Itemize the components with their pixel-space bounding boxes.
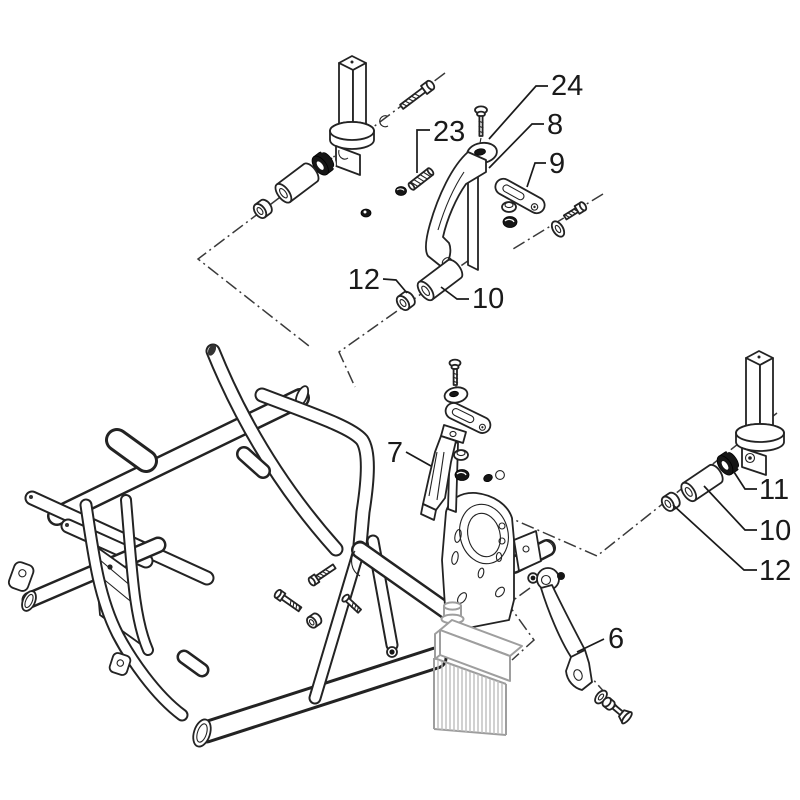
left-square-post [329, 55, 375, 176]
bracket8-body [424, 151, 487, 271]
left-bushing [274, 162, 320, 204]
callout-label-11-7: 11 [759, 474, 789, 506]
bracket7-strap [444, 402, 492, 434]
callout-label-24-0: 24 [551, 70, 583, 102]
bracket7-assembly [420, 358, 492, 521]
callout-leader-7 [405, 451, 432, 467]
callout-leader-6 [576, 638, 605, 653]
frame-bolt [307, 563, 337, 587]
callout-label-6-10: 6 [608, 623, 624, 655]
callout-label-8-1: 8 [547, 109, 563, 141]
right-post-assembly [660, 350, 785, 512]
callout-leader-24 [488, 85, 548, 140]
left-nut [252, 198, 273, 219]
callout-leader-11 [733, 471, 757, 490]
radiator-fins [437, 660, 503, 734]
callout-label-12-4: 12 [348, 264, 380, 296]
bolt-9 [550, 201, 588, 238]
radiator-drawing [433, 601, 523, 736]
callout-leader-8 [488, 123, 544, 169]
small-clip [360, 208, 372, 218]
bracket7-washer-dark [454, 469, 470, 481]
stay-nut [601, 696, 616, 711]
callout-leader-23 [416, 129, 430, 173]
callout-label-12-9: 12 [759, 555, 791, 587]
screw-24 [474, 105, 488, 144]
callout-label-9-3: 9 [549, 148, 565, 180]
spring-pin-23 [407, 167, 435, 191]
stay-bolt [611, 704, 633, 725]
strap9-washer [502, 216, 518, 228]
bushing-10-upper [416, 258, 464, 302]
strap9-nut [501, 201, 517, 213]
bushing-10-right [680, 463, 724, 503]
small-nut [395, 186, 407, 196]
frame-bolt [341, 593, 362, 614]
nut-12-upper [395, 290, 416, 311]
callout-leader-10 [703, 485, 757, 531]
left-grommet [311, 150, 336, 176]
callout-label-10-5: 10 [472, 283, 504, 315]
retaining-clip [379, 115, 389, 128]
callout-leader-12 [382, 278, 408, 294]
left-post-assembly [252, 55, 436, 219]
frame-stud [386, 646, 398, 658]
callout-label-7-6: 7 [387, 437, 403, 469]
stay-rod-drawing [536, 567, 633, 725]
callout-layer: 24 8 23 9 12 10 7 11 10 12 6 [348, 70, 792, 655]
callout-leader-12 [672, 504, 757, 571]
strap-9 [494, 177, 546, 215]
callout-label-10-8: 10 [759, 515, 791, 547]
right-square-post [735, 350, 785, 476]
grommet-11 [716, 450, 741, 476]
bracket7-nut [453, 449, 469, 461]
callout-leader-10 [440, 286, 469, 300]
engine-plate-drawing [441, 470, 542, 629]
nut-12-right [660, 491, 681, 512]
frame-drawing [7, 343, 556, 748]
callout-leader-9 [526, 162, 546, 188]
callout-label-23-2: 23 [433, 116, 465, 148]
frame-nut [306, 612, 323, 629]
frame-bolt [273, 588, 303, 613]
bracket7-screw [448, 358, 462, 392]
upper-bracket-assembly [360, 105, 588, 311]
left-long-bolt [399, 79, 436, 110]
